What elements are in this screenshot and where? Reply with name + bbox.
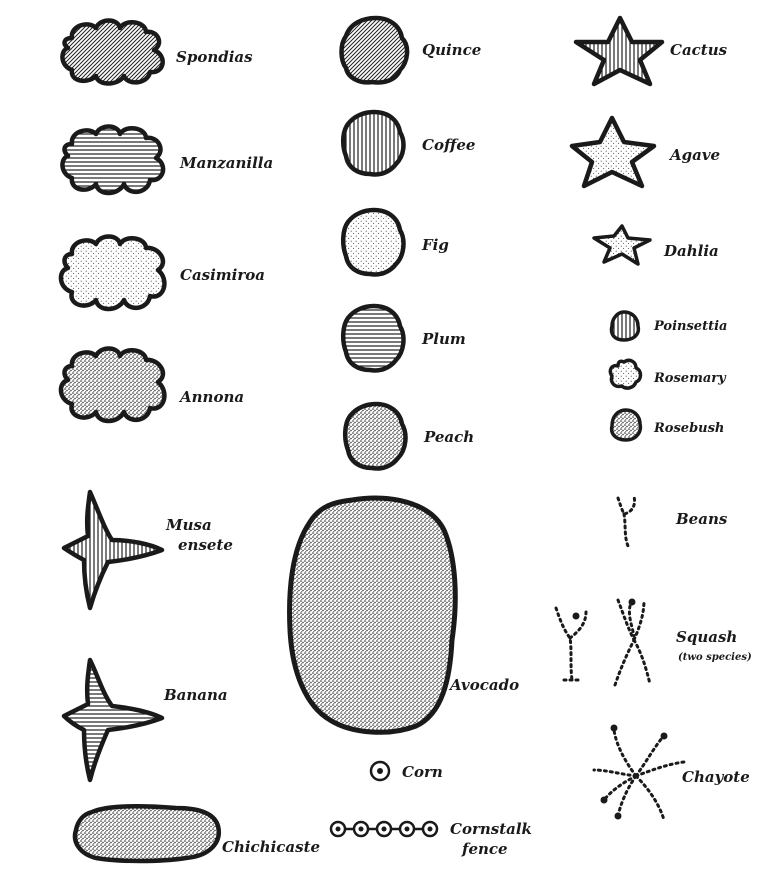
musa-ensete-label-1: Musa (165, 516, 212, 534)
peach-symbol (345, 404, 405, 469)
chayote-fruit-icon (611, 725, 618, 732)
poinsettia-label: Poinsettia (653, 319, 727, 334)
squash-symbol (556, 600, 650, 688)
musa-ensete-symbol (64, 492, 162, 608)
annona-symbol (61, 349, 164, 422)
spondias-label: Spondias (176, 48, 253, 66)
avocado-label: Avocado (448, 676, 519, 694)
corn-symbol (371, 762, 389, 780)
avocado-symbol (290, 498, 456, 732)
casimiroa-symbol (61, 237, 164, 310)
chichicaste-label: Chichicaste (222, 838, 320, 856)
cornstalk-fence-label-2: fence (461, 840, 508, 858)
agave-label: Agave (668, 146, 720, 164)
cactus-label: Cactus (670, 41, 728, 59)
banana-symbol (64, 660, 162, 780)
quince-symbol (342, 18, 408, 83)
coffee-label: Coffee (422, 136, 475, 154)
agave-symbol (572, 118, 654, 186)
dahlia-label: Dahlia (663, 242, 719, 260)
squash-species-note: (two species) (678, 652, 752, 663)
squash-fruit-icon (629, 599, 636, 606)
manzanilla-label: Manzanilla (179, 154, 273, 172)
rosemary-label: Rosemary (653, 371, 727, 386)
beans-label: Beans (675, 510, 728, 528)
musa-ensete-label-2: ensete (178, 536, 233, 554)
poinsettia-symbol (612, 312, 639, 340)
squash-fruit-icon (573, 613, 580, 620)
chichicaste-symbol (75, 806, 219, 861)
fig-symbol (343, 210, 403, 275)
chayote-fruit-icon (661, 733, 668, 740)
chayote-fruit-icon (601, 797, 608, 804)
cornstalk-fence-label-1: Cornstalk (450, 820, 532, 838)
fig-label: Fig (421, 236, 449, 254)
banana-label: Banana (163, 686, 228, 704)
chayote-symbol (594, 730, 684, 820)
corn-label: Corn (402, 763, 443, 781)
peach-label: Peach (423, 428, 474, 446)
cactus-symbol (576, 18, 662, 84)
rosebush-symbol (612, 410, 641, 440)
squash-label: Squash (676, 628, 737, 646)
chayote-fruit-icon (615, 813, 622, 820)
plum-label: Plum (421, 330, 466, 348)
rosebush-label: Rosebush (653, 421, 724, 436)
chayote-label: Chayote (682, 768, 750, 786)
plum-symbol (343, 306, 403, 371)
dahlia-symbol (594, 226, 650, 264)
manzanilla-symbol (62, 127, 163, 194)
annona-label: Annona (178, 388, 244, 406)
coffee-symbol (343, 112, 403, 175)
rosemary-symbol (610, 360, 640, 388)
casimiroa-label: Casimiroa (180, 266, 265, 284)
spondias-symbol (62, 21, 162, 84)
beans-symbol (618, 496, 635, 546)
quince-label: Quince (422, 41, 481, 59)
cornstalk-fence-symbol (331, 822, 437, 836)
